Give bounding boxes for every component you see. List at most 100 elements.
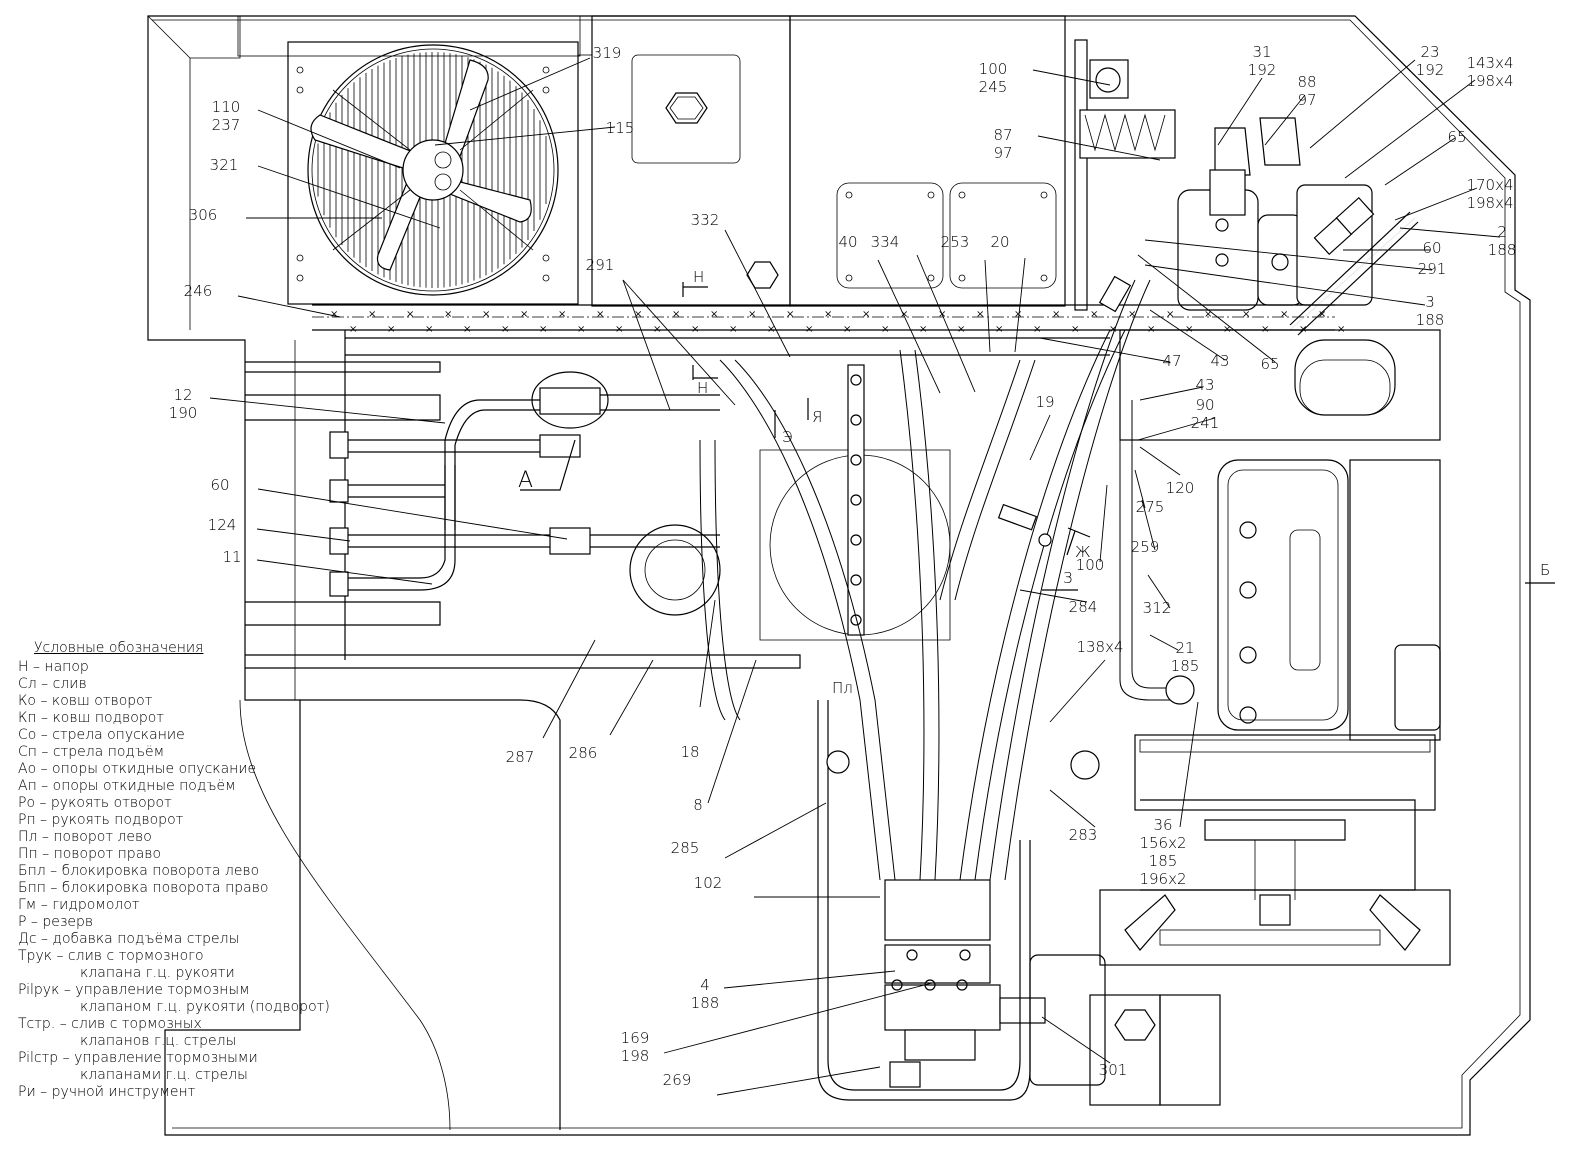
hose-x-mark: × <box>577 324 585 335</box>
hose-x-mark: × <box>520 309 528 320</box>
view-label-e: Э <box>782 428 792 446</box>
swivel-joint <box>629 364 951 641</box>
hose-x-marks: ××××××××××××××××××××××××××××××××××××××××… <box>330 309 1345 335</box>
legend-item: Рп – рукоять подворот <box>18 812 184 828</box>
view-label-ya: Я <box>812 408 822 426</box>
view-label-a: А <box>518 468 533 493</box>
legend-item: Pilстр – управление тормозными <box>18 1050 258 1066</box>
hose-x-mark: × <box>349 324 357 335</box>
hose-x-mark: × <box>539 324 547 335</box>
callout-label: 31 <box>1252 43 1271 61</box>
main-hose-bundle: ××××××××××××××××××××××××××××××××××××××××… <box>312 304 1345 356</box>
hose-x-mark: × <box>1014 309 1022 320</box>
callout-label: 36 <box>1153 816 1172 834</box>
hose-x-mark: × <box>406 309 414 320</box>
callout-label: 169 <box>621 1029 650 1047</box>
callout-label: 60 <box>1422 239 1441 257</box>
callout-label: 198 <box>621 1047 650 1065</box>
hose-x-mark: × <box>1242 309 1250 320</box>
legend-item: Трук – слив с тормозного <box>18 948 204 964</box>
callout-label: 190 <box>169 404 198 422</box>
callout-label: 287 <box>506 748 535 766</box>
radiator-fan-assembly <box>237 15 593 306</box>
hose-x-mark: × <box>596 309 604 320</box>
hose-x-mark: × <box>463 324 471 335</box>
hose-x-mark: × <box>1204 309 1212 320</box>
bulkhead-tubes <box>329 371 720 597</box>
hose-x-mark: × <box>501 324 509 335</box>
callout-label: 65 <box>1260 355 1279 373</box>
callout-label: 185 <box>1149 852 1178 870</box>
legend-item: Гм – гидромолот <box>18 897 140 913</box>
legend-item: Со – стрела опускание <box>18 727 185 743</box>
callout-label: 332 <box>691 211 720 229</box>
callout-label: 170x4 <box>1466 176 1513 194</box>
callout-label: 18 <box>680 743 699 761</box>
legend-item: Р – резерв <box>18 914 94 930</box>
hose-x-mark: × <box>710 309 718 320</box>
pump-filter-assembly <box>1074 39 1419 336</box>
hose-x-mark: × <box>1280 309 1288 320</box>
chassis-outline <box>147 15 1531 1136</box>
callout-label: 88 <box>1297 73 1316 91</box>
hose-x-mark: × <box>368 309 376 320</box>
callout-label: 306 <box>189 206 218 224</box>
callout-label: 19 <box>1035 393 1054 411</box>
callout-label: 40 <box>838 233 857 251</box>
callout-label: 291 <box>1418 260 1447 278</box>
callout-label: 4 <box>700 976 710 994</box>
callout-label: 110 <box>212 98 241 116</box>
hose-x-mark: × <box>653 324 661 335</box>
callout-label: 192 <box>1416 61 1445 79</box>
view-label-zh: Ж <box>1075 543 1091 561</box>
view-label-z: З <box>1063 569 1073 587</box>
callout-label: 275 <box>1136 498 1165 516</box>
callout-label: 198x4 <box>1466 72 1513 90</box>
hose-x-mark: × <box>558 309 566 320</box>
callout-label: 188 <box>1488 241 1517 259</box>
hose-x-mark: × <box>1299 324 1307 335</box>
hose-x-mark: × <box>900 309 908 320</box>
section-label-n-bottom: Н <box>697 379 708 397</box>
callout-label: 138x4 <box>1076 638 1123 656</box>
hose-x-mark: × <box>1090 309 1098 320</box>
legend-item: Сп – стрела подъём <box>18 744 165 760</box>
callout-label: 97 <box>1297 91 1316 109</box>
callout-label: 20 <box>990 233 1009 251</box>
callout-label: 319 <box>593 44 622 62</box>
hose-x-mark: × <box>1185 324 1193 335</box>
legend-item: Ро – рукоять отворот <box>18 795 172 811</box>
control-valve-block <box>817 700 1221 1106</box>
hose-x-mark: × <box>1052 309 1060 320</box>
callout-label: 43 <box>1195 376 1214 394</box>
callout-label: 196x2 <box>1139 870 1186 888</box>
callout-label: 301 <box>1099 1061 1128 1079</box>
callout-label: 188 <box>691 994 720 1012</box>
callout-label: 321 <box>210 156 239 174</box>
legend-item: Бпп – блокировка поворота право <box>18 880 269 896</box>
hose-x-mark: × <box>881 324 889 335</box>
view-label-b: Б <box>1540 561 1550 579</box>
vertical-hose-bundle <box>699 275 1195 881</box>
callout-label: 60 <box>210 476 229 494</box>
hose-x-mark: × <box>387 324 395 335</box>
legend-item: Pilрук – управление тормозным <box>18 982 250 998</box>
legend-item: Н – напор <box>18 659 89 675</box>
hose-x-mark: × <box>862 309 870 320</box>
callout-label: 245 <box>979 78 1008 96</box>
callout-label: 12 <box>173 386 192 404</box>
callout-label: 188 <box>1416 311 1445 329</box>
callout-label: 2 <box>1497 223 1507 241</box>
callout-label: 8 <box>693 796 703 814</box>
leader-lines <box>209 57 1501 1096</box>
hose-x-mark: × <box>976 309 984 320</box>
legend-item: Бпл – блокировка поворота лево <box>18 863 260 879</box>
hose-x-mark: × <box>824 309 832 320</box>
callout-label: 100 <box>1076 556 1105 574</box>
fan-blades <box>310 59 532 271</box>
legend-item: Ао – опоры откидные опускание <box>18 761 257 777</box>
